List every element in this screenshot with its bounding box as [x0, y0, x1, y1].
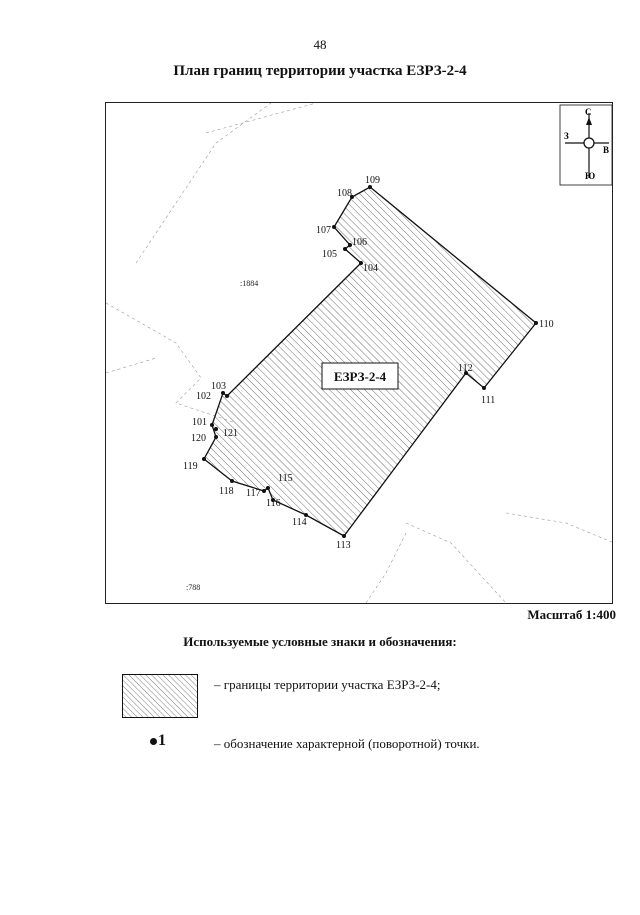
plot-polygon — [203, 186, 537, 537]
compass-south: Ю — [585, 171, 595, 181]
legend-boundary-text: – границы территории участка ЕЗРЗ-2-4; — [214, 677, 441, 692]
plot-label: ЕЗРЗ-2-4 — [334, 369, 387, 384]
map-canvas: 101 102 103 104 105 106 107 108 109 110 … — [106, 103, 612, 603]
vertex-121 — [214, 427, 218, 431]
vertex-105 — [343, 247, 347, 251]
map-scale: Масштаб 1:400 — [527, 607, 616, 622]
legend-point-number: 1 — [158, 732, 166, 749]
compass-west: З — [564, 131, 569, 141]
vertex-106 — [348, 243, 352, 247]
neighbor-parcel-lines — [106, 103, 612, 603]
vertex-110 — [534, 321, 538, 325]
point-label-115: 115 — [278, 473, 293, 484]
point-label-104: 104 — [363, 263, 378, 274]
point-label-107: 107 — [316, 225, 331, 236]
compass-north: С — [585, 107, 592, 117]
point-label-111: 111 — [481, 395, 495, 406]
legend-hatch-swatch — [122, 674, 198, 718]
vertex-104 — [359, 261, 363, 265]
point-label-108: 108 — [337, 188, 352, 199]
point-label-105: 105 — [322, 249, 337, 260]
vertex-111 — [482, 386, 486, 390]
vertex-119 — [202, 457, 206, 461]
point-label-106: 106 — [352, 237, 367, 248]
legend-heading: Используемые условные знаки и обозначени… — [183, 634, 457, 649]
legend-point-text: – обозначение характерной (поворотной) т… — [214, 736, 480, 751]
legend-point-symbol: 1 — [150, 732, 166, 750]
vertex-120 — [210, 423, 214, 427]
neighbor-label-788: :788 — [186, 583, 200, 592]
boundary-vertices — [202, 185, 538, 538]
point-label-101: 101 — [192, 417, 207, 428]
point-label-120: 120 — [191, 433, 206, 444]
point-label-119: 119 — [183, 461, 198, 472]
plot-label-box — [321, 362, 399, 390]
vertex-103 — [225, 394, 229, 398]
vertex-112 — [464, 371, 468, 375]
vertex-102 — [221, 391, 225, 395]
point-label-114: 114 — [292, 517, 307, 528]
vertex-109 — [368, 185, 372, 189]
page-number: 48 — [313, 37, 327, 52]
vertex-101 — [214, 435, 218, 439]
point-label-113: 113 — [336, 540, 351, 551]
vertex-113 — [342, 534, 346, 538]
point-dot-icon — [150, 737, 157, 745]
page-title: План границ территории участка ЕЗРЗ-2-4 — [173, 63, 467, 79]
point-label-110: 110 — [539, 319, 554, 330]
point-label-118: 118 — [219, 486, 234, 497]
vertex-107 — [332, 225, 336, 229]
point-label-116: 116 — [266, 498, 281, 509]
point-label-117: 117 — [246, 488, 261, 499]
vertex-115 — [271, 498, 275, 502]
compass-rose-icon: С Ю В З — [559, 104, 612, 186]
vertex-117 — [262, 489, 266, 493]
neighbor-label-1884: :1884 — [240, 279, 258, 288]
map-frame: 101 102 103 104 105 106 107 108 109 110 … — [105, 102, 613, 604]
vertex-114 — [304, 513, 308, 517]
point-label-103: 103 — [211, 381, 226, 392]
vertex-118 — [230, 479, 234, 483]
point-label-109: 109 — [365, 175, 380, 186]
point-label-102: 102 — [196, 391, 211, 402]
vertex-108 — [350, 195, 354, 199]
compass-east: В — [603, 145, 609, 155]
point-label-121: 121 — [223, 428, 238, 439]
vertex-116 — [266, 486, 270, 490]
point-label-112: 112 — [458, 363, 473, 374]
